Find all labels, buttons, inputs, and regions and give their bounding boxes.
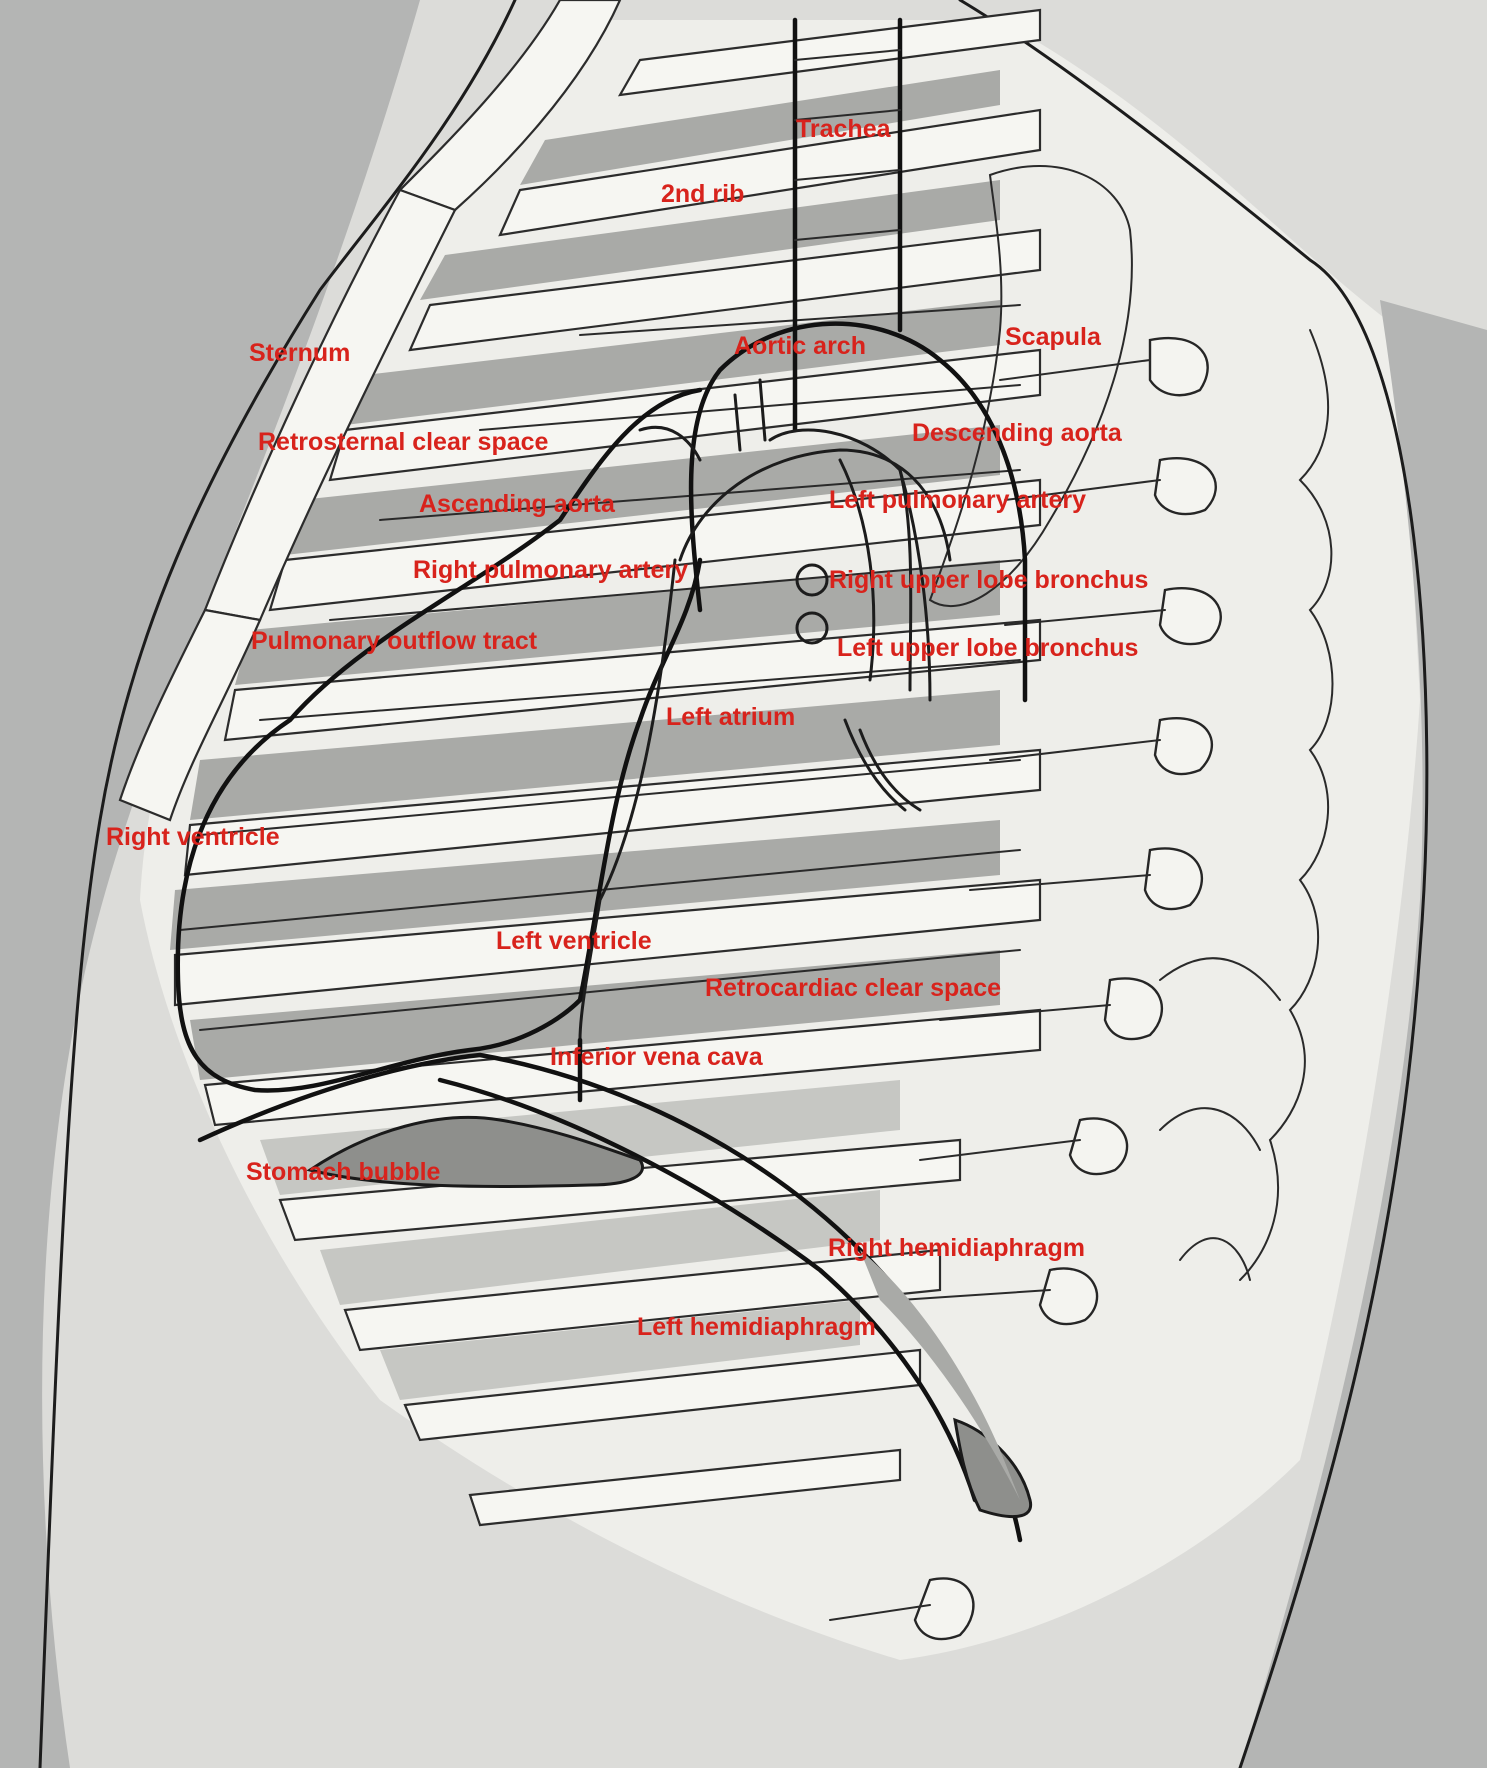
label-right-pulmonary-artery: Right pulmonary artery — [413, 556, 688, 584]
label-stomach-bubble: Stomach bubble — [246, 1158, 441, 1186]
label-inferior-vena-cava: Inferior vena cava — [550, 1043, 764, 1071]
label-retrosternal-clear-space: Retrosternal clear space — [258, 428, 549, 456]
label-2nd-rib: 2nd rib — [661, 180, 744, 208]
label-trachea: Trachea — [796, 115, 892, 143]
label-retrocardiac-clear-space: Retrocardiac clear space — [705, 974, 1001, 1002]
label-aortic-arch: Aortic arch — [734, 332, 866, 360]
label-sternum: Sternum — [249, 339, 350, 367]
label-right-hemidiaphragm: Right hemidiaphragm — [828, 1234, 1085, 1262]
label-right-ventricle: Right ventricle — [106, 823, 280, 851]
label-ascending-aorta: Ascending aorta — [419, 490, 616, 518]
label-left-hemidiaphragm: Left hemidiaphragm — [637, 1313, 876, 1341]
label-scapula: Scapula — [1005, 323, 1102, 351]
label-left-pulmonary-artery: Left pulmonary artery — [829, 486, 1086, 514]
label-right-upper-lobe-bronchus: Right upper lobe bronchus — [829, 566, 1148, 594]
label-pulmonary-outflow-tract: Pulmonary outflow tract — [251, 627, 538, 655]
label-descending-aorta: Descending aorta — [912, 419, 1123, 447]
label-left-atrium: Left atrium — [666, 703, 795, 731]
label-left-upper-lobe-bronchus: Left upper lobe bronchus — [837, 634, 1138, 662]
label-left-ventricle: Left ventricle — [496, 927, 652, 955]
